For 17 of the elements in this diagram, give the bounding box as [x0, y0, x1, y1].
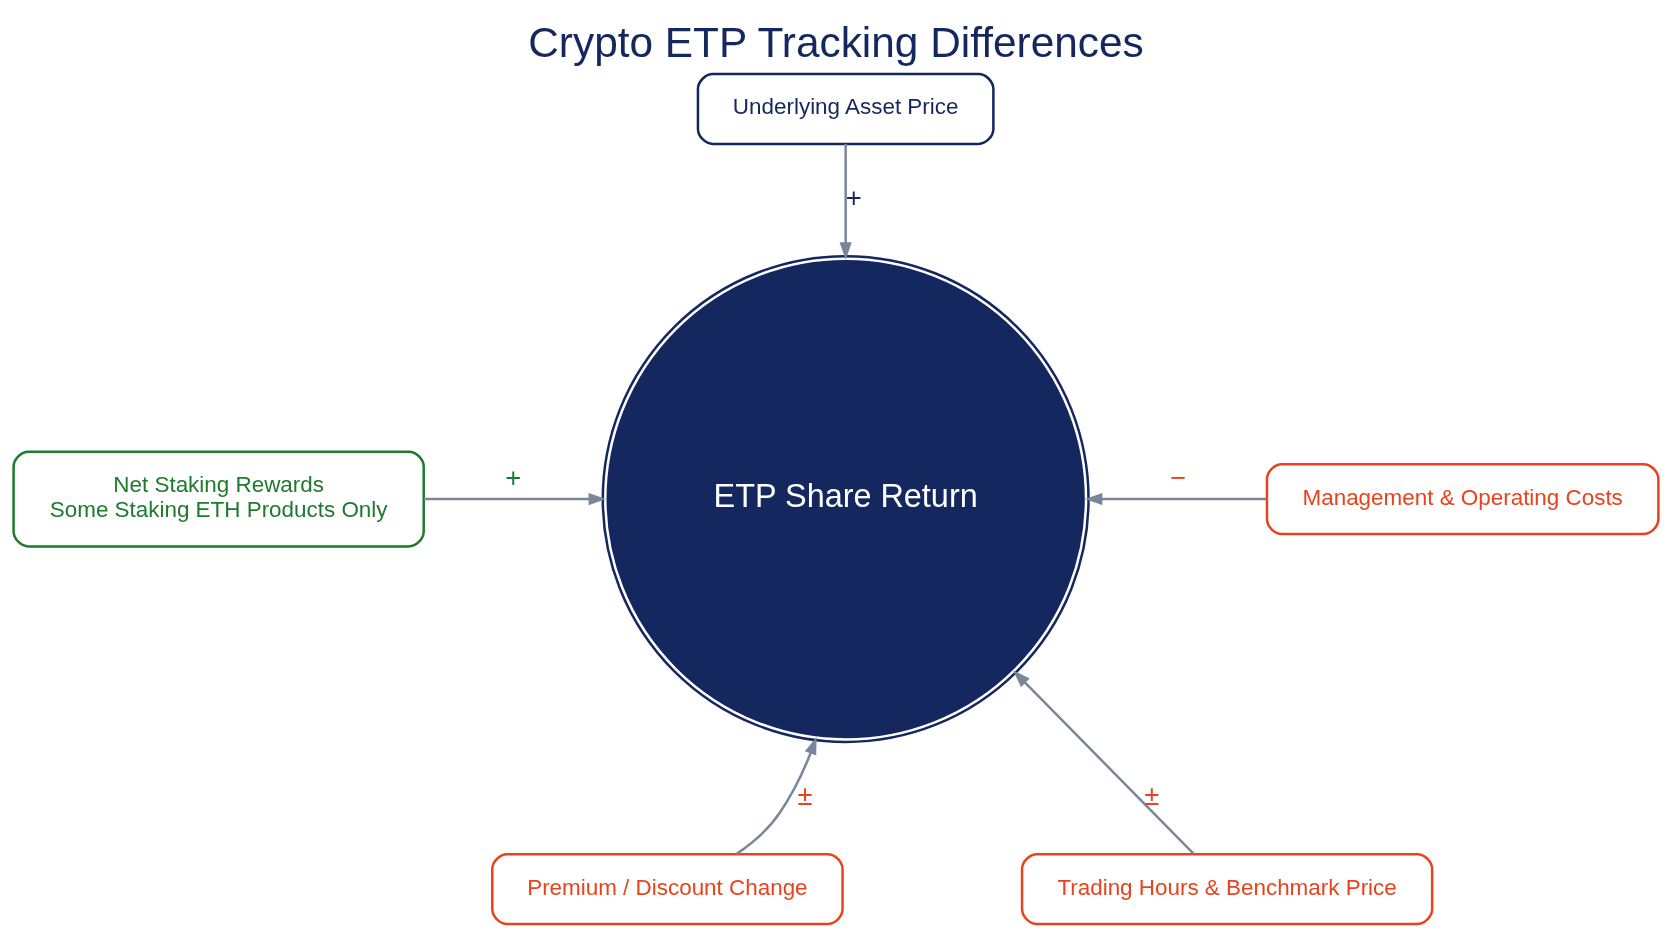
edge-label: + — [505, 461, 522, 493]
edge-label: ± — [797, 779, 813, 811]
node-box: Premium / Discount Change — [491, 852, 844, 925]
node-box: Management & Operating Costs — [1265, 462, 1660, 535]
diagram-title: Crypto ETP Tracking Differences — [528, 18, 1144, 66]
edge-label: ± — [1144, 779, 1160, 811]
arrow — [735, 736, 817, 855]
arrow — [1084, 492, 1267, 505]
arrow — [839, 143, 852, 260]
node-box: Underlying Asset Price — [696, 72, 995, 145]
edge-label: + — [845, 181, 862, 213]
edge-label: − — [1169, 461, 1186, 493]
arrow — [423, 492, 606, 505]
node-box: Trading Hours & Benchmark Price — [1020, 852, 1434, 925]
arrow — [1013, 669, 1195, 855]
node-circle: ETP Share Return — [601, 254, 1090, 743]
node-box: Net Staking Rewards Some Staking ETH Products Only — [12, 449, 425, 548]
